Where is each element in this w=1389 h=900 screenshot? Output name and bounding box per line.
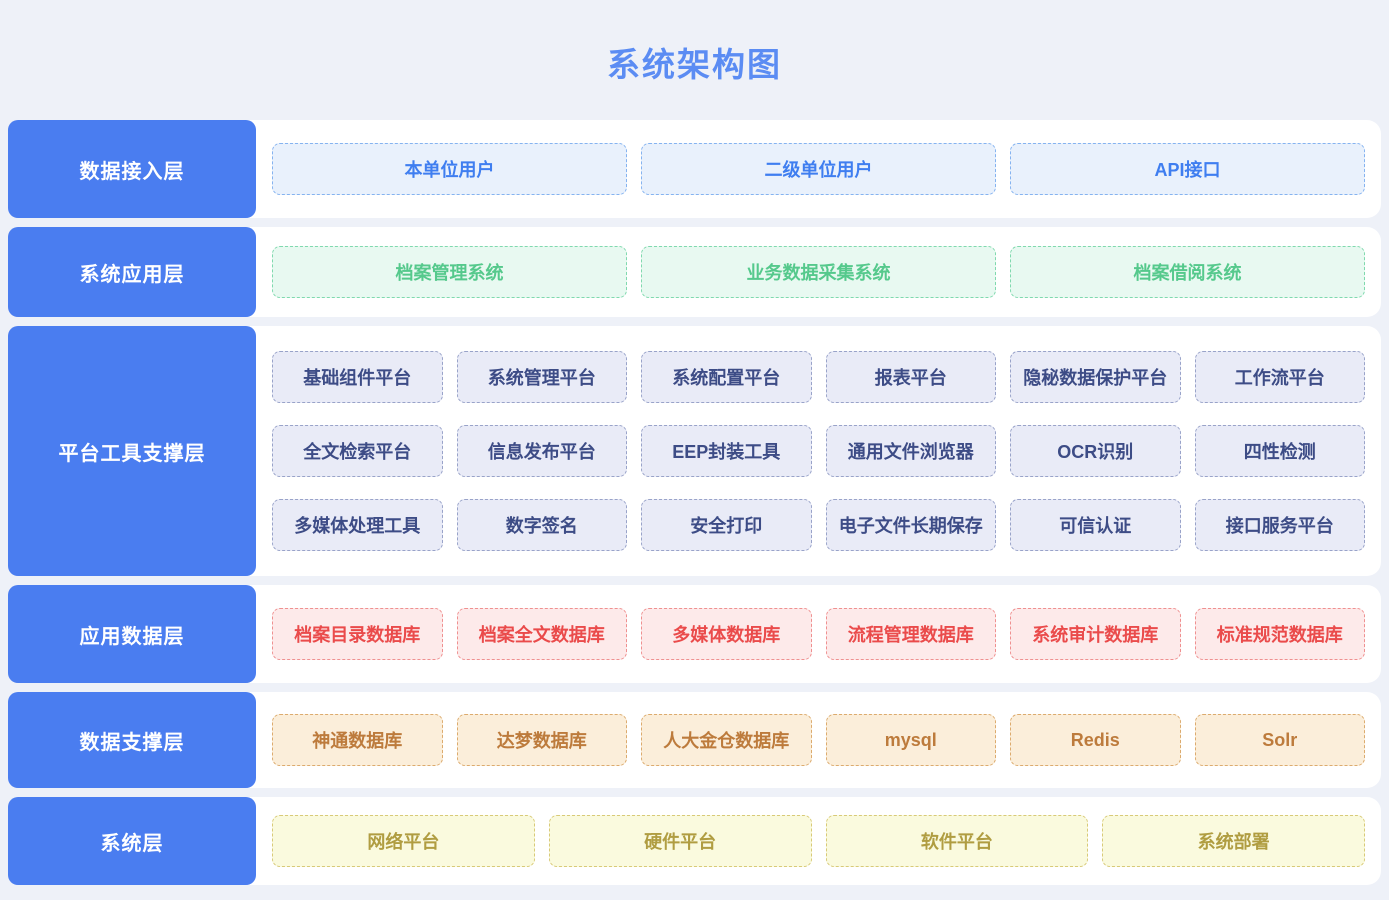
item-line: 基础组件平台系统管理平台系统配置平台报表平台隐秘数据保护平台工作流平台 (272, 351, 1365, 403)
diagram-node: API接口 (1010, 143, 1365, 195)
layer-panel-system: 网络平台硬件平台软件平台系统部署 (256, 797, 1381, 885)
diagram-node: 档案借阅系统 (1010, 246, 1365, 298)
architecture-diagram: 数据接入层本单位用户二级单位用户 API接口系统应用层档案管理系统业务数据采集系统… (8, 120, 1381, 885)
diagram-node: 网络平台 (272, 815, 535, 867)
item-line: 档案目录数据库档案全文数据库多媒体数据库流程管理数据库系统审计数据库标准规范数据… (272, 608, 1365, 660)
diagram-node: 电子文件长期保存 (825, 499, 996, 551)
diagram-node: 全文检索平台 (272, 425, 443, 477)
diagram-node: 标准规范数据库 (1194, 608, 1365, 660)
diagram-node: 安全打印 (641, 499, 812, 551)
layer-label-datasupport: 数据支撑层 (8, 692, 256, 788)
diagram-node: 工作流平台 (1194, 351, 1365, 403)
layer-panel-application: 档案管理系统业务数据采集系统档案借阅系统 (256, 227, 1381, 317)
layer-panel-access: 本单位用户二级单位用户 API接口 (256, 120, 1381, 218)
item-line: 本单位用户二级单位用户 API接口 (272, 143, 1365, 195)
diagram-node: 硬件平台 (548, 815, 812, 867)
diagram-node: mysql (825, 714, 996, 766)
layer-label-application: 系统应用层 (8, 227, 256, 317)
diagram-title: 系统架构图 (607, 46, 782, 83)
diagram-node: 业务数据采集系统 (641, 246, 996, 298)
layer-label-platform: 平台工具支撑层 (8, 326, 256, 576)
layer-row-system: 系统层网络平台硬件平台软件平台系统部署 (8, 797, 1381, 885)
layer-label-system: 系统层 (8, 797, 256, 885)
layer-label-access: 数据接入层 (8, 120, 256, 218)
diagram-node: 系统配置平台 (641, 351, 812, 403)
diagram-node: 基础组件平台 (272, 351, 443, 403)
layer-label-appdata: 应用数据层 (8, 585, 256, 683)
diagram-node: 报表平台 (825, 351, 996, 403)
diagram-node: 本单位用户 (272, 143, 627, 195)
diagram-node: 档案目录数据库 (272, 608, 443, 660)
diagram-node: 神通数据库 (272, 714, 443, 766)
diagram-node: 达梦数据库 (456, 714, 627, 766)
diagram-node: 档案全文数据库 (456, 608, 627, 660)
diagram-node: 档案管理系统 (272, 246, 627, 298)
layer-panel-appdata: 档案目录数据库档案全文数据库多媒体数据库流程管理数据库系统审计数据库标准规范数据… (256, 585, 1381, 683)
diagram-node: 系统审计数据库 (1010, 608, 1181, 660)
diagram-node: 信息发布平台 (456, 425, 627, 477)
diagram-node: 隐秘数据保护平台 (1010, 351, 1181, 403)
layer-panel-platform: 基础组件平台系统管理平台系统配置平台报表平台隐秘数据保护平台工作流平台全文检索平… (256, 326, 1381, 576)
item-line: 档案管理系统业务数据采集系统档案借阅系统 (272, 246, 1365, 298)
diagram-node: 系统部署 (1102, 815, 1365, 867)
diagram-node: 可信认证 (1010, 499, 1181, 551)
diagram-node: EEP封装工具 (641, 425, 812, 477)
diagram-node: OCR识别 (1010, 425, 1181, 477)
diagram-node: 二级单位用户 (641, 143, 996, 195)
diagram-node: 接口服务平台 (1194, 499, 1365, 551)
layer-row-appdata: 应用数据层档案目录数据库档案全文数据库多媒体数据库流程管理数据库系统审计数据库标… (8, 585, 1381, 683)
diagram-node: 四性检测 (1194, 425, 1365, 477)
diagram-node: 人大金仓数据库 (641, 714, 812, 766)
diagram-node: 软件平台 (825, 815, 1089, 867)
layer-row-platform: 平台工具支撑层基础组件平台系统管理平台系统配置平台报表平台隐秘数据保护平台工作流… (8, 326, 1381, 576)
diagram-node: 多媒体数据库 (641, 608, 812, 660)
diagram-node: 流程管理数据库 (825, 608, 996, 660)
diagram-node: Solr (1194, 714, 1365, 766)
diagram-node: 数字签名 (456, 499, 627, 551)
diagram-node: 通用文件浏览器 (825, 425, 996, 477)
diagram-node: 系统管理平台 (456, 351, 627, 403)
item-line: 网络平台硬件平台软件平台系统部署 (272, 815, 1365, 867)
item-line: 多媒体处理工具数字签名安全打印电子文件长期保存可信认证接口服务平台 (272, 499, 1365, 551)
item-line: 全文检索平台信息发布平台 EEP封装工具通用文件浏览器 OCR识别四性检测 (272, 425, 1365, 477)
diagram-node: 多媒体处理工具 (272, 499, 443, 551)
layer-row-access: 数据接入层本单位用户二级单位用户 API接口 (8, 120, 1381, 218)
diagram-node: Redis (1010, 714, 1181, 766)
layer-row-application: 系统应用层档案管理系统业务数据采集系统档案借阅系统 (8, 227, 1381, 317)
